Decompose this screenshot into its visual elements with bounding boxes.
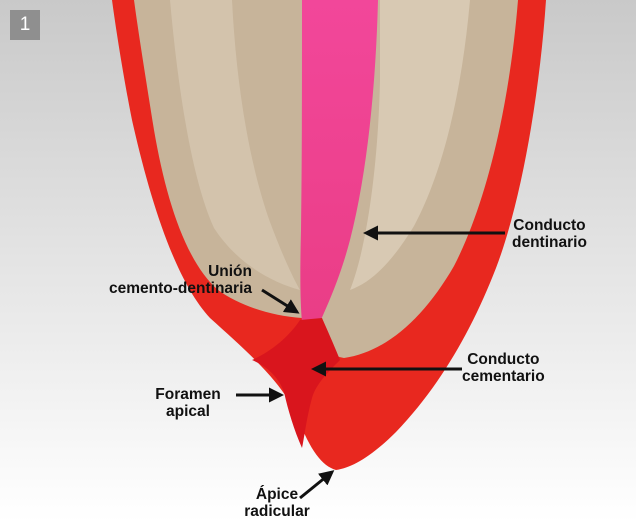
label-union-cemento-dentinaria: Unión cemento-dentinaria <box>80 263 252 297</box>
figure-number-badge: 1 <box>10 10 40 40</box>
label-foramen-line-1: Foramen <box>148 386 228 403</box>
label-conducto-dentinario-line-2: dentinario <box>512 234 587 251</box>
label-apice-line-2: radicular <box>236 503 318 520</box>
label-conducto-cementario: Conducto cementario <box>462 351 545 385</box>
label-conducto-cementario-line-2: cementario <box>462 368 545 385</box>
label-apice-radicular: Ápice radicular <box>236 486 318 520</box>
label-conducto-dentinario-line-1: Conducto <box>512 217 587 234</box>
label-union-line-2: cemento-dentinaria <box>80 280 252 297</box>
label-foramen-apical: Foramen apical <box>148 386 228 420</box>
label-conducto-dentinario: Conducto dentinario <box>512 217 587 251</box>
label-union-line-1: Unión <box>80 263 252 280</box>
label-apice-line-1: Ápice <box>236 486 318 503</box>
label-conducto-cementario-line-1: Conducto <box>462 351 545 368</box>
label-foramen-line-2: apical <box>148 403 228 420</box>
